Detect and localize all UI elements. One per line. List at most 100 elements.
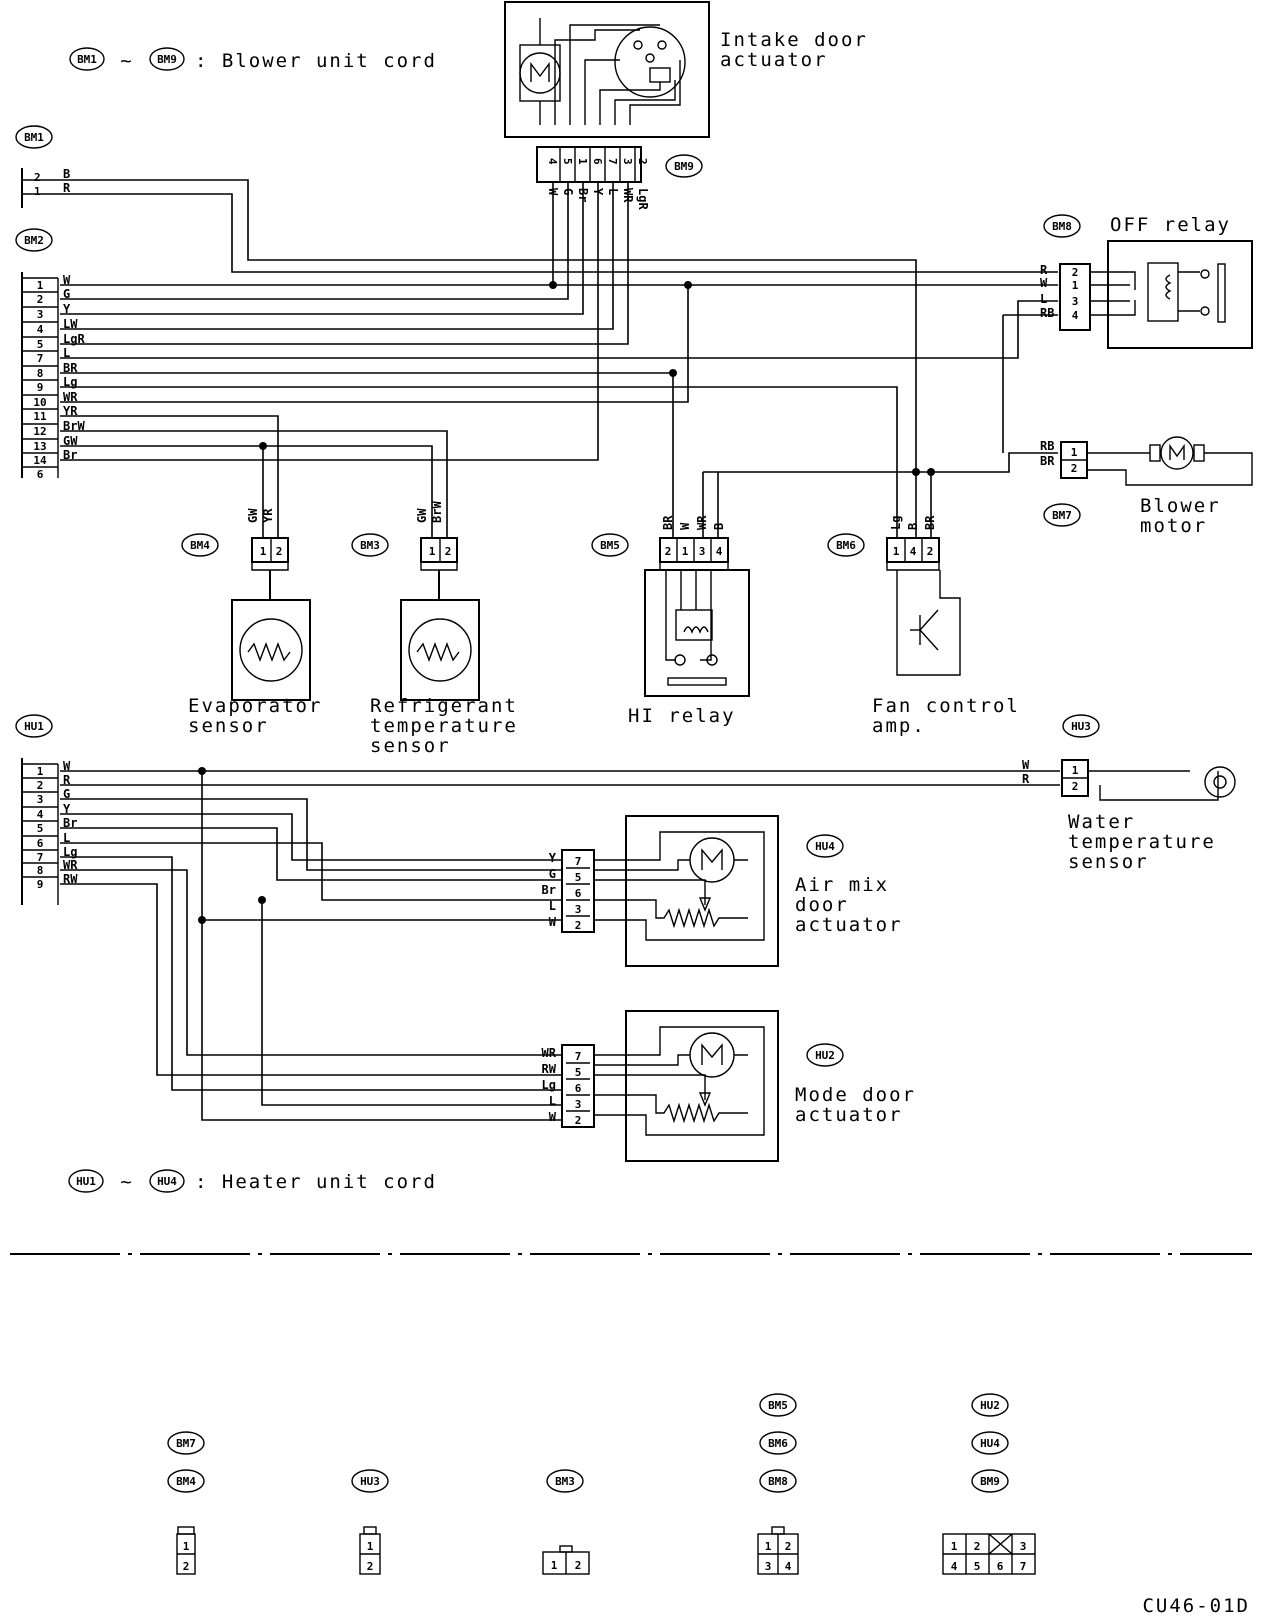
bm2-wires [60,182,1058,538]
svg-text:2: 2 [183,1560,190,1573]
svg-text:BM1: BM1 [77,53,97,66]
hu1-pin-number: 1 [37,765,44,778]
svg-text:2: 2 [276,545,283,558]
svg-text:5: 5 [974,1560,981,1573]
hu4-pin-number: 7 [575,855,582,868]
svg-text:1: 1 [34,185,41,198]
bm9-pin-number: 6 [591,158,604,165]
svg-text:Water: Water [1068,811,1135,833]
hu1-pin-number: 8 [37,864,44,877]
bm2-pin-number: 7 [37,352,44,365]
bm8-pin-number: 1 [1072,279,1079,292]
svg-text:1: 1 [183,1540,190,1553]
svg-text:B: B [63,167,70,181]
legend-heater-cord: HU1 ~ HU4 : Heater unit cord [68,1169,437,1193]
svg-text:BM1: BM1 [24,131,44,144]
bm2-pin-number: 4 [37,323,44,336]
hu1-pin-number: 3 [37,793,44,806]
svg-text:BM4: BM4 [176,1475,196,1488]
hu1-pin-number: 7 [37,851,44,864]
svg-text:amp.: amp. [872,715,926,737]
svg-text:HU3: HU3 [1071,720,1091,733]
hu4-wire-color: Br [542,883,556,897]
svg-text:BM7: BM7 [176,1437,196,1450]
svg-text:actuator: actuator [720,49,828,71]
bm2-wire-color: Br [63,448,77,462]
bm2-pin-number: 8 [37,367,44,380]
svg-text:Blower: Blower [1140,495,1221,517]
bm2-wire-color: LW [63,317,78,331]
intake-door-actuator: Intake door actuator [504,1,866,138]
bm2-pin-number: 12 [33,425,46,438]
connector-bm1: BM1 2 1 B R [15,125,71,208]
evaporator-sensor: BM4 GW YR 1 2 Evaporator sensor [181,508,320,737]
bm8-wire-color: RB [1040,306,1054,320]
svg-text:temperature: temperature [1068,831,1216,853]
bm8-wire-color: R [1040,263,1048,277]
svg-text:~: ~ [120,50,133,72]
hu2-pin-number: 5 [575,1066,582,1079]
bm6-pin-number: 2 [927,545,934,558]
bm5-wire-color: B [712,523,726,530]
svg-text:Refrigerant: Refrigerant [370,695,518,717]
bm8-pin-number: 3 [1072,295,1079,308]
svg-text:1: 1 [429,545,436,558]
legend-blower-cord: BM1 ~ BM1 BM9 : Blower unit cord [69,47,435,72]
svg-text:Fan control: Fan control [872,695,1020,717]
svg-text:1: 1 [260,545,267,558]
svg-text:4: 4 [951,1560,958,1573]
hu1-pin-number: 2 [37,779,44,792]
svg-text:BM6: BM6 [768,1437,788,1450]
bm2-pin-number: 6 [37,468,44,481]
bm2-pin-number: 14 [33,454,47,467]
refrigerant-temperature-sensor: BM3 GW BrW 1 2 Refrigerant temperature s… [351,501,518,757]
svg-text:sensor: sensor [370,735,451,757]
bm2-pin-number: 9 [37,381,44,394]
wire-bm1-b [60,179,917,472]
svg-text:1: 1 [1071,446,1078,459]
hu1-wire-color: R [63,773,71,787]
bm5-pin-number: 1 [682,545,689,558]
bm5-pin-number: 4 [716,545,723,558]
hu2-wire-color: L [549,1094,556,1108]
svg-text:Air mix: Air mix [795,874,889,896]
svg-text:1: 1 [951,1540,958,1553]
svg-text:3: 3 [1020,1540,1027,1553]
svg-text:RB: RB [1040,439,1054,453]
bm8-wire-color: W [1040,276,1048,290]
diagram-code: CU46-01D [1142,1595,1250,1617]
bm5-wire-color: BR [661,515,675,530]
bm2-wire-color: YR [63,404,78,418]
bm9-pin-number: 7 [606,158,619,165]
hu1-wires [60,767,1060,1121]
bm9-pin-number: 2 [636,158,649,165]
bm2-pin-number: 10 [33,396,46,409]
bm2-pin-number: 3 [37,308,44,321]
svg-text:BM6: BM6 [836,539,856,552]
hu2-wire-color: RW [542,1062,557,1076]
svg-text:BM9: BM9 [157,53,177,66]
svg-text:BR: BR [1040,454,1055,468]
svg-text:1: 1 [765,1540,772,1553]
svg-text:: Heater unit cord: : Heater unit cord [195,1171,437,1193]
svg-text:R: R [1022,772,1030,786]
svg-text:BM4: BM4 [190,539,210,552]
bm6-wire-color: BR [923,515,937,530]
svg-text:actuator: actuator [795,1104,903,1126]
svg-text:actuator: actuator [795,914,903,936]
svg-text:7: 7 [1020,1560,1027,1573]
bm2-wire-color: G [63,287,70,301]
svg-text:BM8: BM8 [1052,220,1072,233]
hu1-wire-color: G [63,787,70,801]
svg-text:BM5: BM5 [600,539,620,552]
svg-text:3: 3 [765,1560,772,1573]
hu2-wire-color: WR [542,1046,557,1060]
hu1-pin-number: 5 [37,822,44,835]
svg-text:HU3: HU3 [360,1475,380,1488]
hu1-pin-number: 9 [37,878,44,891]
svg-text:BM3: BM3 [555,1475,575,1488]
